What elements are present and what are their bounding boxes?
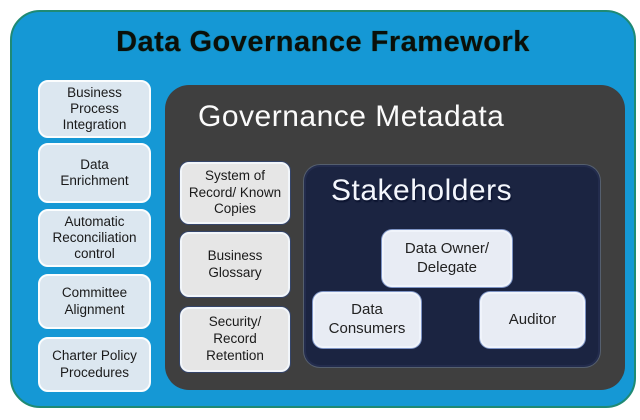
stakeholders-title: Stakeholders	[331, 174, 513, 207]
framework-panel: Data Governance Framework Business Proce…	[10, 10, 636, 408]
node-system-of-record-known-copies: System of Record/ Known Copies	[180, 162, 290, 224]
node-business-process-integration: Business Process Integration	[38, 80, 151, 138]
node-data-consumers: Data Consumers	[313, 292, 421, 348]
stakeholders-panel: Stakeholders Data Owner/ Delegate Data C…	[304, 165, 600, 367]
governance-metadata-title: Governance Metadata	[198, 100, 505, 133]
node-data-owner-delegate: Data Owner/ Delegate	[382, 230, 512, 287]
node-committee-alignment: Committee Alignment	[38, 274, 151, 329]
node-automatic-reconciliation-control: Automatic Reconciliation control	[38, 209, 151, 267]
node-data-enrichment: Data Enrichment	[38, 143, 151, 203]
node-security-record-retention: Security/ Record Retention	[180, 307, 290, 372]
governance-metadata-panel: Governance Metadata System of Record/ Kn…	[165, 85, 625, 390]
framework-title: Data Governance Framework	[116, 26, 530, 58]
node-charter-policy-procedures: Charter Policy Procedures	[38, 337, 151, 392]
node-auditor: Auditor	[480, 292, 585, 348]
sidebar-process-column: Business Process Integration Data Enrich…	[38, 80, 151, 392]
metadata-items-column: System of Record/ Known Copies Business …	[180, 162, 290, 372]
node-business-glossary: Business Glossary	[180, 232, 290, 297]
